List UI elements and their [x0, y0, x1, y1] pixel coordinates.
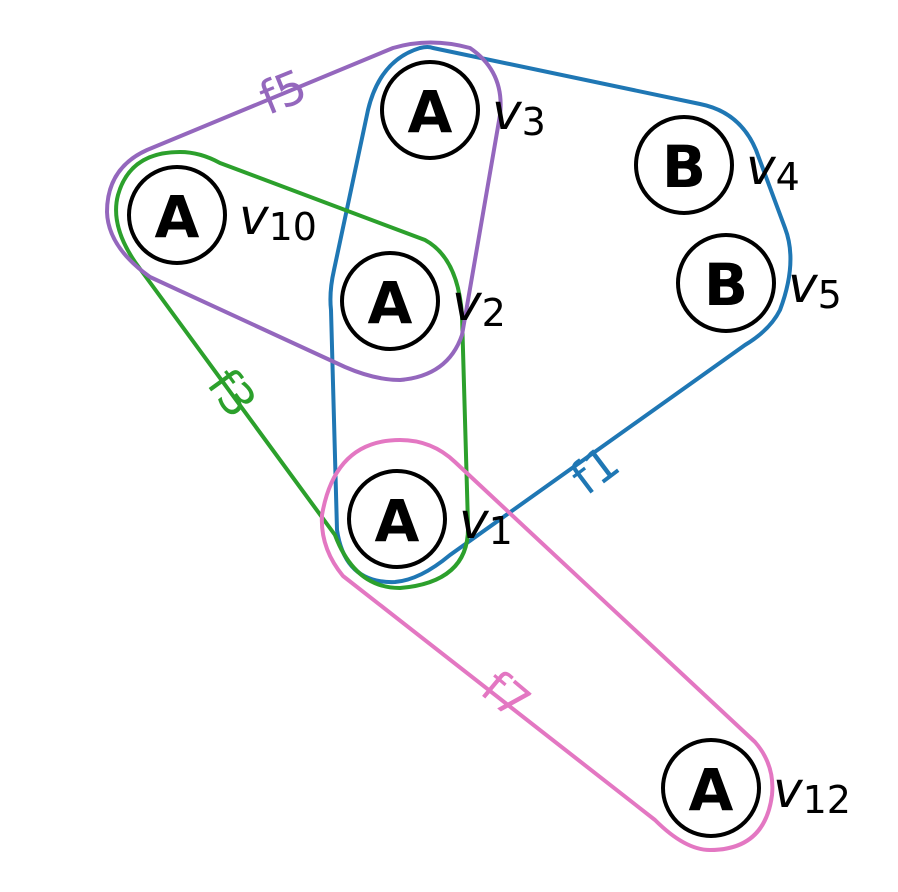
node-v4: B v4 [634, 115, 800, 215]
hyperedge-f1-label: f1 [561, 435, 630, 505]
hyperedge-f5-boundary [105, 40, 503, 382]
node-v4-label: v4 [746, 138, 800, 199]
node-v4-label-sub: 4 [776, 155, 800, 199]
node-v5: B v5 [676, 233, 842, 333]
node-v1-label-sub: 1 [489, 509, 513, 553]
node-v5-type: B [704, 251, 748, 319]
node-v10: A v10 [127, 165, 317, 265]
node-v3-circle [380, 60, 480, 160]
node-v3-type: A [408, 78, 453, 146]
node-v12-label: v12 [773, 761, 851, 822]
node-v2-circle [340, 251, 440, 351]
node-v5-label: v5 [788, 256, 842, 317]
node-v12: A v12 [661, 738, 851, 838]
node-v12-label-main: v [773, 761, 804, 819]
hyperedge-f3-boundary [114, 150, 471, 590]
node-v12-type: A [689, 756, 734, 824]
node-v3-label-sub: 3 [522, 100, 546, 144]
node-v5-circle [676, 233, 776, 333]
node-v4-type: B [662, 133, 706, 201]
node-v3-label: v3 [492, 83, 546, 144]
nodes-layer: A v1 A v2 A v3 B v4 [127, 60, 851, 838]
hyperedge-f1-boundary [328, 45, 793, 585]
node-v5-label-main: v [788, 256, 819, 314]
node-v10-label-main: v [239, 188, 270, 246]
node-v10-type: A [155, 183, 200, 251]
node-v2-label-sub: 2 [482, 291, 506, 335]
node-v1-label-main: v [459, 492, 490, 550]
node-v2: A v2 [340, 251, 506, 351]
node-v10-circle [127, 165, 227, 265]
node-v12-label-sub: 12 [803, 778, 851, 822]
node-v12-circle [661, 738, 761, 838]
node-v4-circle [634, 115, 734, 215]
hyperedge-f7-boundary [319, 438, 775, 852]
node-v1-circle [347, 469, 447, 569]
node-v1-type: A [375, 487, 420, 555]
node-v1-label: v1 [459, 492, 513, 553]
node-v5-label-sub: 5 [818, 273, 842, 317]
hyperedge-f5-label: f5 [252, 58, 314, 125]
node-v4-label-main: v [746, 138, 777, 196]
node-v10-label: v10 [239, 188, 317, 249]
hyperedge-f3-label: f3 [197, 359, 267, 428]
node-v3: A v3 [380, 60, 546, 160]
node-v2-label: v2 [452, 274, 506, 335]
node-v2-type: A [368, 269, 413, 337]
node-v1: A v1 [347, 469, 513, 569]
node-v3-label-main: v [492, 83, 523, 141]
hyperedge-f7-label: f7 [471, 660, 541, 731]
node-v10-label-sub: 10 [269, 205, 317, 249]
node-v2-label-main: v [452, 274, 483, 332]
